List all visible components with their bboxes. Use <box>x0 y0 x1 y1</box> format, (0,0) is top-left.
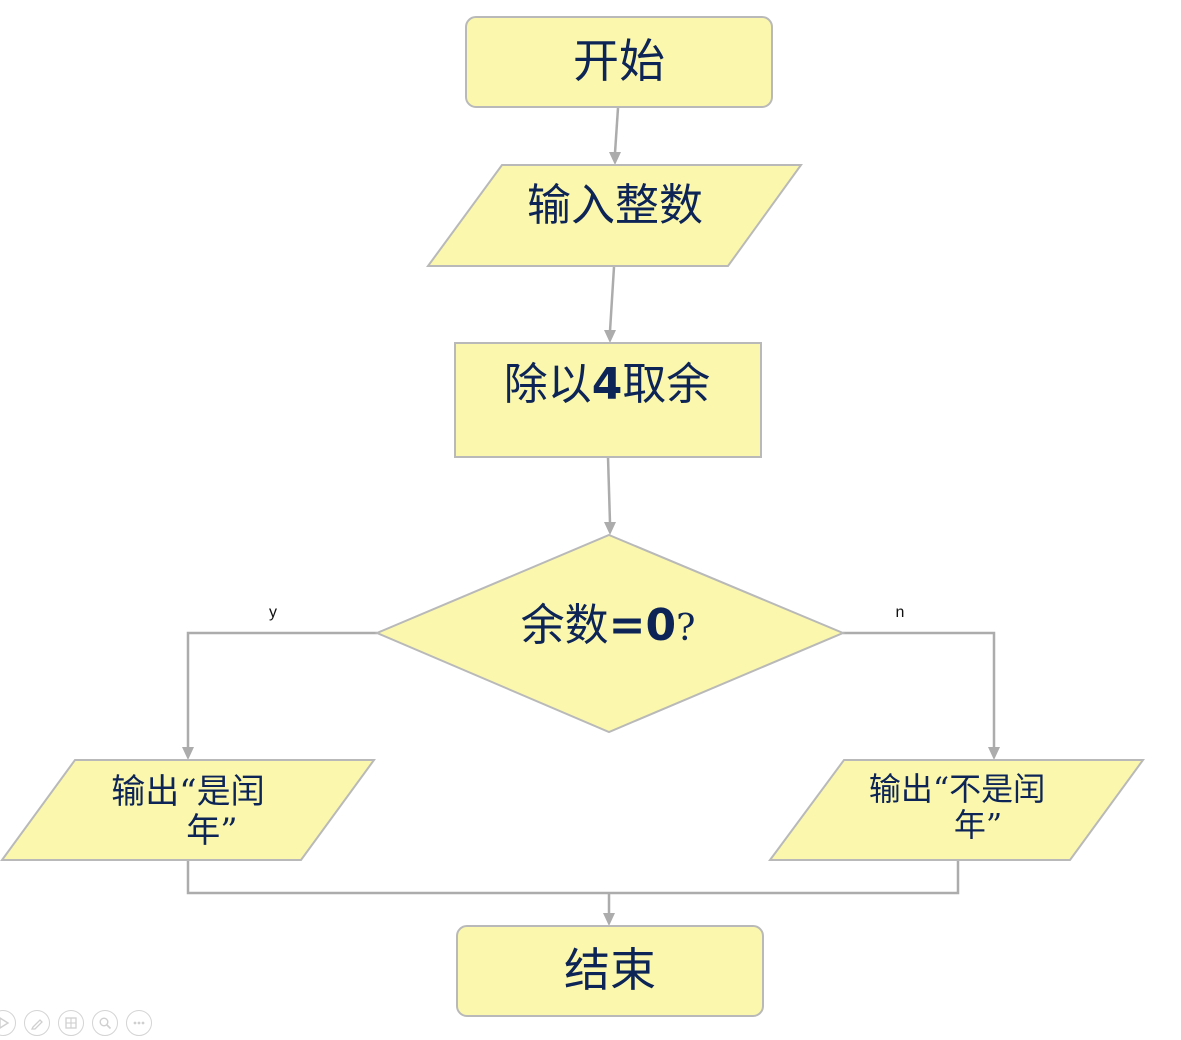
connector-start-to-input <box>613 107 620 154</box>
connector-input-to-process <box>608 266 616 332</box>
arrow-head-process <box>604 330 616 343</box>
node-start-label: 开始 <box>573 34 665 88</box>
node-end: 结束 <box>456 925 764 1017</box>
node-decision-prefix: 余数 <box>521 600 609 651</box>
node-end-label: 结束 <box>564 943 656 997</box>
node-decision-label: 余数=0? <box>521 600 696 651</box>
play-icon <box>0 1017 10 1029</box>
arrow-head-yes <box>182 747 194 760</box>
node-input: 输入整数 <box>426 164 803 267</box>
node-process-digit: 4 <box>592 359 623 410</box>
node-process-label: 除以4取余 <box>504 359 711 410</box>
connector-no-to-merge <box>609 861 960 895</box>
node-output-yes: 输出“是闰 年” <box>0 759 376 861</box>
edge-label-no: n <box>896 604 905 621</box>
node-output-yes-line1: 输出“是闰 <box>111 772 264 812</box>
node-process-suffix: 取余 <box>622 359 710 410</box>
arrow-head-no <box>988 747 1000 760</box>
zoom-icon <box>99 1017 112 1030</box>
edge-label-yes: y <box>269 604 277 621</box>
viewer-toolbar <box>0 1010 152 1040</box>
arrow-head-end <box>603 913 615 926</box>
node-decision-op: =0 <box>609 600 676 651</box>
arrow-head-input <box>609 152 621 165</box>
node-start: 开始 <box>465 16 773 108</box>
node-output-yes-line2: 年” <box>186 811 237 851</box>
node-decision-suffix: ? <box>676 608 695 649</box>
node-output-no-line1: 输出“不是闰 <box>869 770 1045 808</box>
node-decision: 余数=0? <box>374 533 846 734</box>
arrow-head-decision <box>604 522 616 535</box>
connector-decision-to-no <box>843 631 996 748</box>
connector-decision-to-yes <box>186 631 377 748</box>
node-process: 除以4取余 <box>454 342 762 458</box>
more-button[interactable] <box>126 1010 152 1036</box>
pen-button[interactable] <box>24 1010 50 1036</box>
node-process-prefix: 除以 <box>504 359 592 410</box>
connector-process-to-decision <box>606 456 612 524</box>
more-icon <box>133 1021 145 1025</box>
connectors <box>182 107 1000 926</box>
node-input-label: 输入整数 <box>527 180 703 231</box>
slides-icon <box>65 1017 77 1029</box>
node-output-no-line2: 年” <box>954 806 1002 844</box>
connector-yes-to-merge <box>186 861 609 895</box>
slides-button[interactable] <box>58 1010 84 1036</box>
zoom-button[interactable] <box>92 1010 118 1036</box>
pen-icon <box>30 1019 43 1030</box>
play-button[interactable] <box>0 1010 16 1036</box>
node-output-no: 输出“不是闰 年” <box>768 759 1145 861</box>
